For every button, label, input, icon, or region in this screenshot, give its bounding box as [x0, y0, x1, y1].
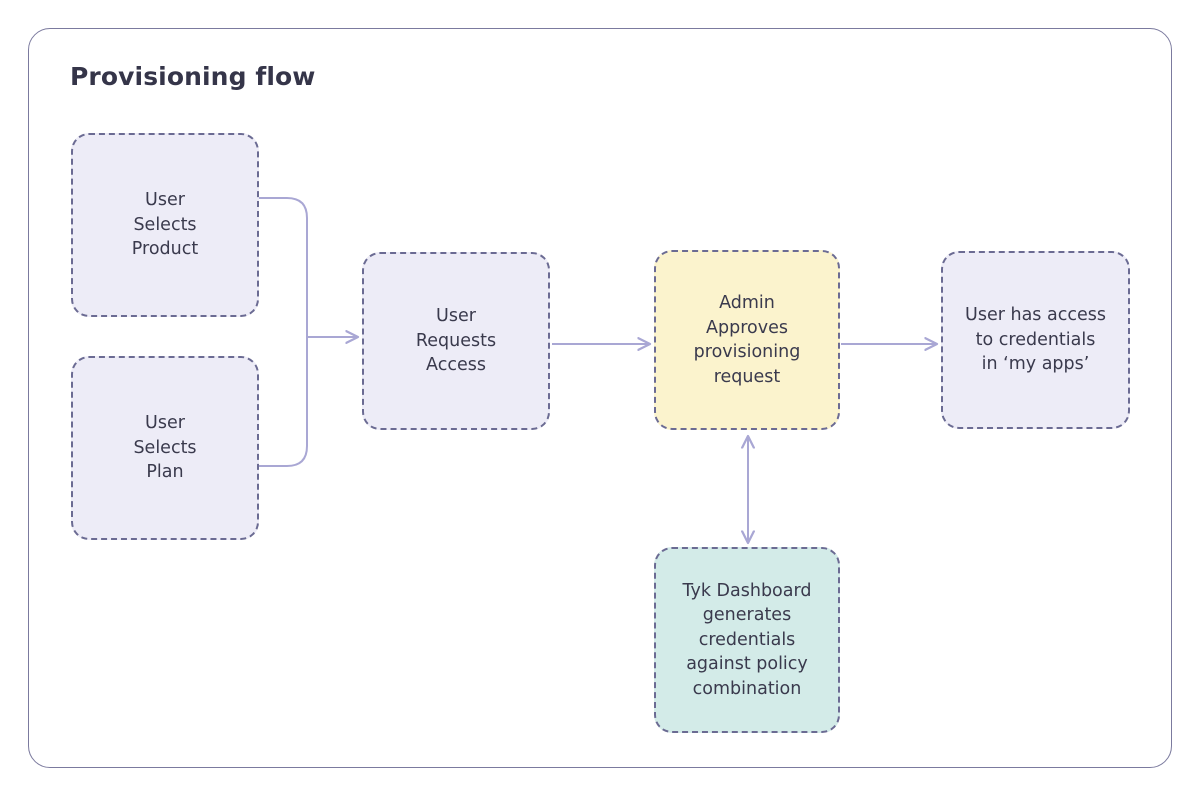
page-title: Provisioning flow [70, 62, 316, 91]
